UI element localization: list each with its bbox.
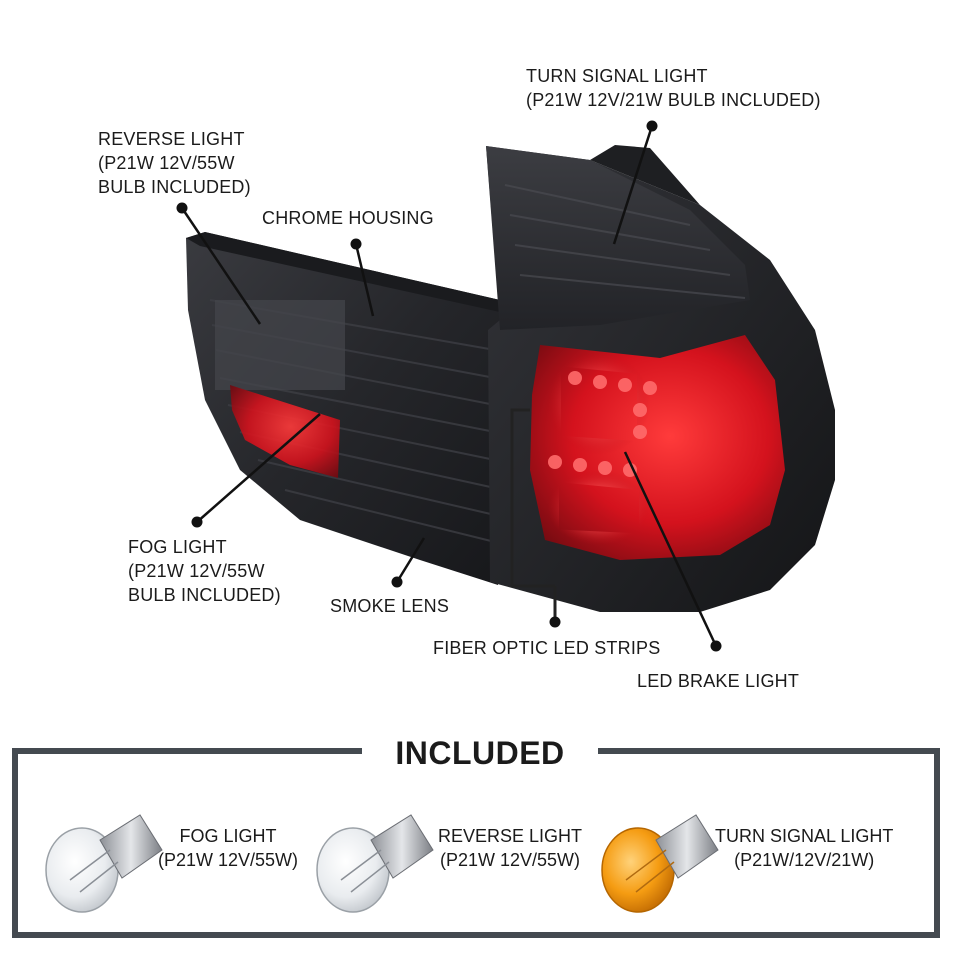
left-tail-lamp bbox=[186, 232, 500, 585]
right-tail-lamp bbox=[486, 145, 835, 612]
reverse-light-cell bbox=[215, 300, 345, 390]
fog-light-label: FOG LIGHT (P21W 12V/55W BULB INCLUDED) bbox=[128, 537, 281, 605]
leader-lines bbox=[180, 125, 718, 647]
reverse-bulb-image bbox=[316, 814, 434, 913]
fiber-optic-strip-lower bbox=[537, 457, 661, 557]
fog-bulb-label: FOG LIGHT (P21W 12V/55W) bbox=[158, 826, 299, 870]
turn-signal-label: TURN SIGNAL LIGHT (P21W 12V/21W BULB INC… bbox=[526, 66, 821, 110]
reverse-light-dot bbox=[176, 202, 188, 214]
smoke-lens-label: SMOKE LENS bbox=[330, 596, 450, 616]
fiber-optic-strip-upper bbox=[535, 337, 663, 469]
included-title: INCLUDED bbox=[362, 728, 598, 774]
turn-signal-bulb-label: TURN SIGNAL LIGHT (P21W/12V/21W) bbox=[715, 826, 894, 870]
led-brake-dot bbox=[710, 640, 722, 652]
fiber-optic-label: FIBER OPTIC LED STRIPS bbox=[433, 638, 661, 658]
fiber-optic-bracket bbox=[510, 408, 557, 622]
fog-light-cell bbox=[230, 385, 340, 478]
chrome-housing-label: CHROME HOUSING bbox=[262, 208, 434, 228]
fiber-optic-dot bbox=[549, 616, 561, 628]
fog-light-dot bbox=[191, 516, 203, 528]
fog-bulb-image bbox=[45, 814, 163, 913]
turn-signal-bulb-image bbox=[601, 814, 719, 913]
turn-signal-dot bbox=[646, 120, 658, 132]
chrome-housing-dot bbox=[350, 238, 362, 250]
smoke-lens-dot bbox=[391, 576, 403, 588]
reverse-bulb-label: REVERSE LIGHT (P21W 12V/55W) bbox=[438, 826, 583, 870]
led-brake-label: LED BRAKE LIGHT bbox=[637, 671, 800, 691]
reverse-light-label: REVERSE LIGHT (P21W 12V/55W BULB INCLUDE… bbox=[98, 129, 251, 197]
